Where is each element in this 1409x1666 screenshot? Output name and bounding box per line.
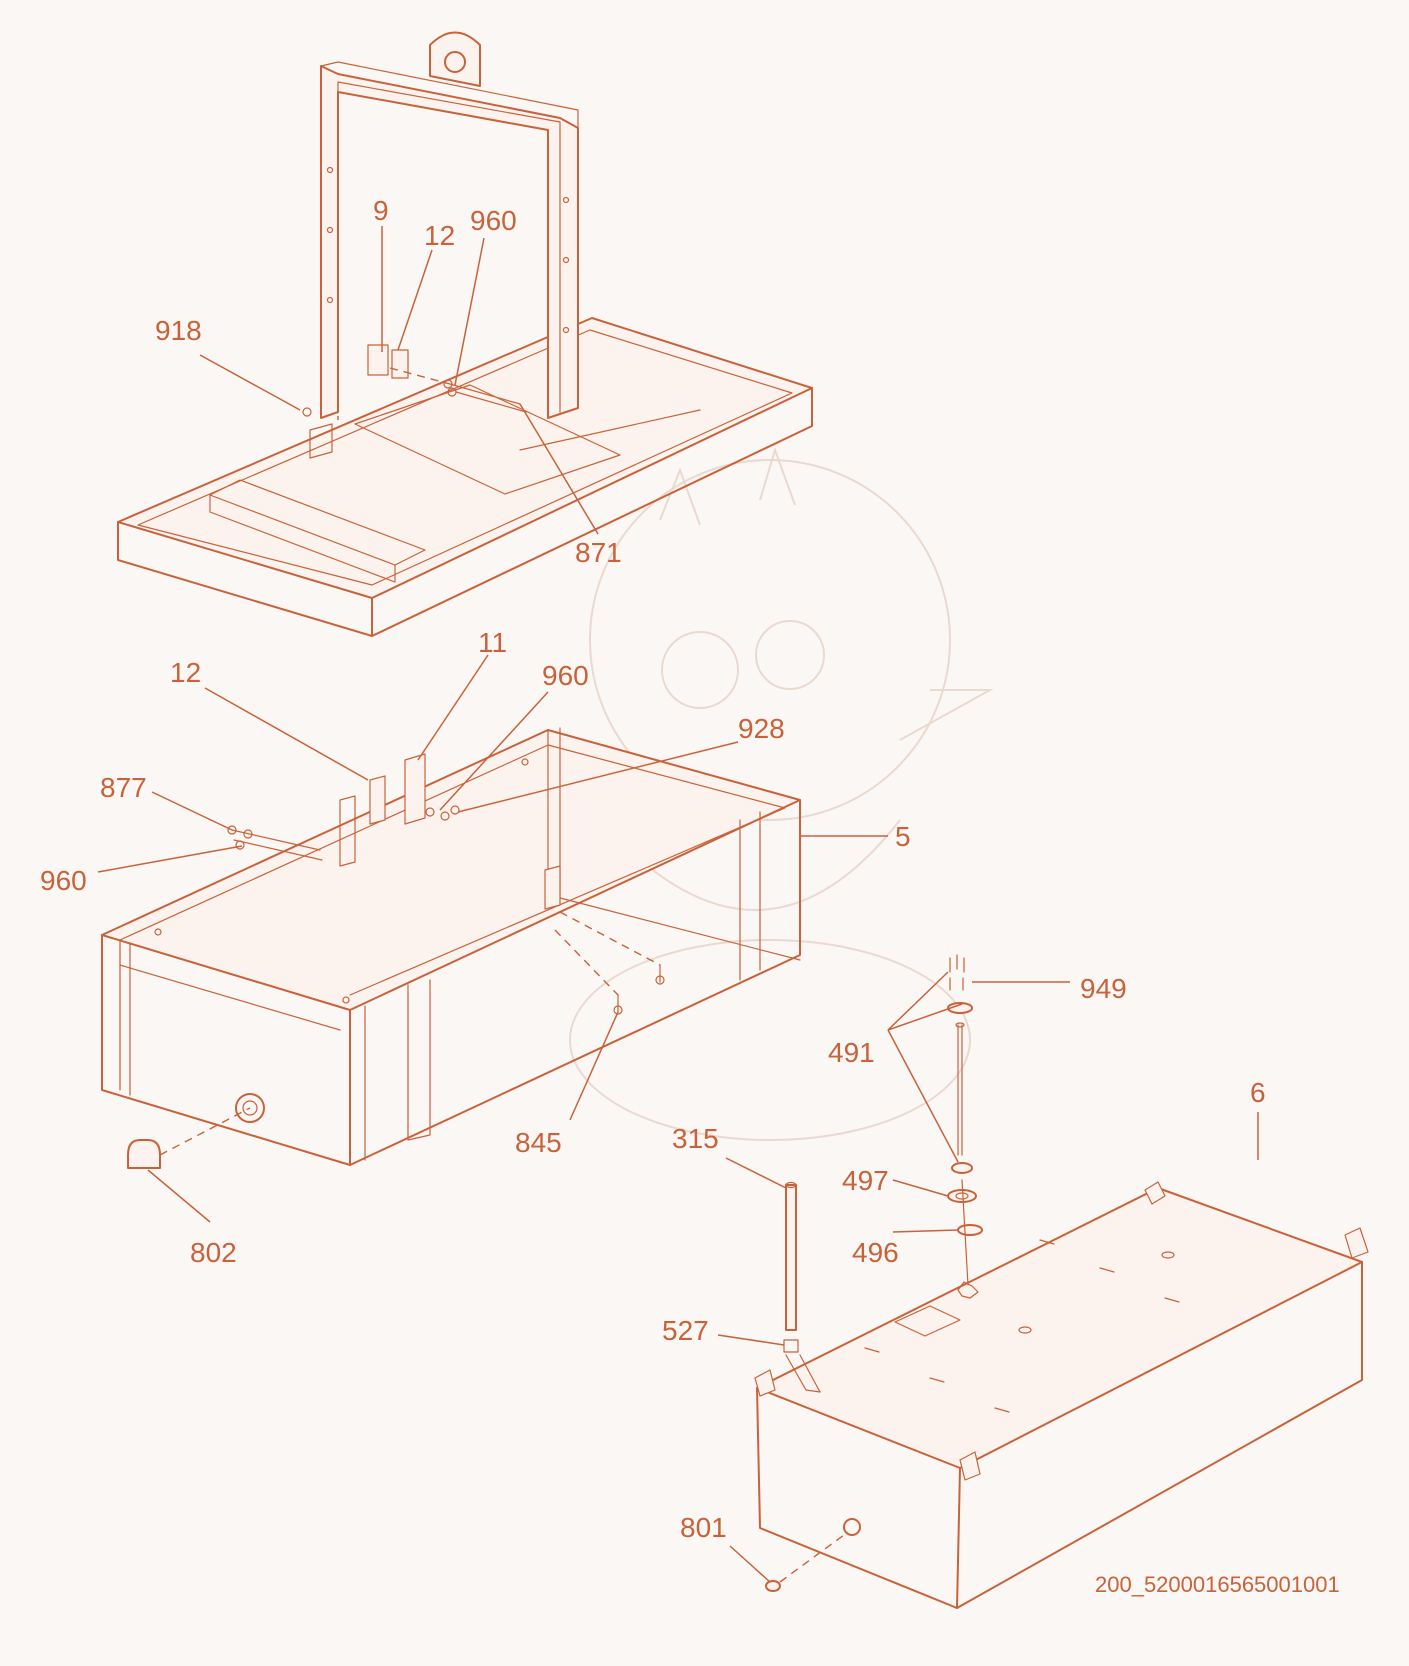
- callout-960-upper: 960: [470, 205, 517, 236]
- lower-tank: [754, 954, 1369, 1609]
- callout-871: 871: [575, 537, 622, 568]
- upper-frame-assembly: [117, 31, 813, 637]
- callout-6: 6: [1250, 1077, 1266, 1108]
- callout-801: 801: [680, 1512, 727, 1543]
- callout-802: 802: [190, 1237, 237, 1268]
- middle-tank-housing: [101, 727, 801, 1169]
- callout-918: 918: [155, 315, 202, 346]
- callout-497: 497: [842, 1165, 889, 1196]
- leader-lines: [97, 226, 1259, 1583]
- callout-491: 491: [828, 1037, 875, 1068]
- callout-12-upper: 12: [424, 220, 455, 251]
- callout-315: 315: [672, 1123, 719, 1154]
- callout-845: 845: [515, 1127, 562, 1158]
- callout-labels: 9 12 960 918 871 11 12 960 928 877 960 5…: [40, 195, 1340, 1597]
- callout-960-left: 960: [40, 865, 87, 896]
- callout-949: 949: [1080, 973, 1127, 1004]
- callout-527: 527: [662, 1315, 709, 1346]
- callout-928: 928: [738, 713, 785, 744]
- callout-877: 877: [100, 772, 147, 803]
- callout-9: 9: [373, 195, 389, 226]
- callout-12-middle: 12: [170, 657, 201, 688]
- document-id: 200_5200016565001001: [1095, 1572, 1340, 1597]
- callout-960-middle: 960: [542, 660, 589, 691]
- callout-496: 496: [852, 1237, 899, 1268]
- callout-11: 11: [478, 627, 507, 658]
- callout-5: 5: [895, 821, 911, 852]
